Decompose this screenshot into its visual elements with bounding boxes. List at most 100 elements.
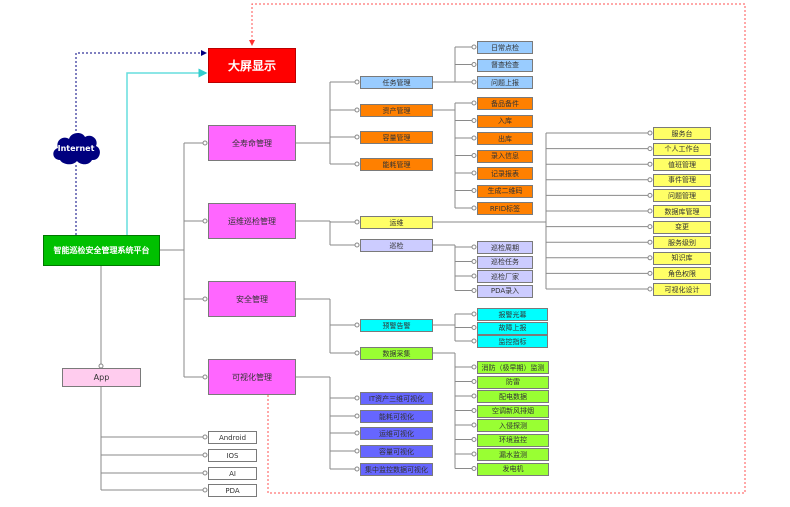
submodule-2-0[interactable]: 预警告警 <box>360 319 433 332</box>
leaf-2-1-4[interactable]: 入侵探测 <box>477 419 549 432</box>
connector-endpoint <box>647 255 653 261</box>
connector-endpoint <box>354 448 360 454</box>
leaf-1-0-7[interactable]: 服务级别 <box>653 236 711 250</box>
connector-endpoint <box>471 170 477 176</box>
connector-endpoint <box>647 177 653 183</box>
connector-endpoint <box>202 470 208 476</box>
connector-endpoint <box>202 218 208 224</box>
leaf-2-1-1[interactable]: 防雷 <box>477 375 549 389</box>
app-platform-ios[interactable]: IOS <box>208 449 257 462</box>
root-to-display-link <box>126 68 208 235</box>
submodule-3-3[interactable]: 容量可视化 <box>360 445 433 458</box>
platform-root-box[interactable]: 智能巡检安全管理系统平台 <box>43 235 160 266</box>
leaf-1-0-0[interactable]: 服务台 <box>653 127 711 140</box>
leaf-1-0-3[interactable]: 事件管理 <box>653 173 711 187</box>
leaf-1-0-4[interactable]: 问题管理 <box>653 189 711 203</box>
submodule-1-0[interactable]: 运维 <box>360 216 433 229</box>
submodule-2-1[interactable]: 数据采集 <box>360 347 433 360</box>
big-screen-display-box[interactable]: 大屏显示 <box>208 48 296 83</box>
connector-endpoint <box>471 205 477 211</box>
connector-endpoint <box>202 140 208 146</box>
submodule-0-3[interactable]: 能耗管理 <box>360 158 433 171</box>
leaf-1-0-9[interactable]: 角色权限 <box>653 267 711 281</box>
leaf-0-0-1[interactable]: 督查检查 <box>477 58 533 72</box>
connector-endpoint <box>647 130 653 136</box>
connector-endpoint <box>354 322 360 328</box>
leaf-1-1-1[interactable]: 巡检任务 <box>477 255 533 269</box>
app-platform-android[interactable]: Android <box>208 431 257 444</box>
submodule-1-1[interactable]: 巡检 <box>360 239 433 252</box>
connector-endpoint <box>202 452 208 458</box>
connector-endpoint <box>471 153 477 158</box>
leaf-0-1-6[interactable]: RFID标签 <box>477 202 533 215</box>
leaf-2-0-0[interactable]: 报警光幕 <box>477 308 548 321</box>
module-box-0[interactable]: 全寿命管理 <box>208 125 296 161</box>
leaf-2-0-1[interactable]: 故障上报 <box>477 321 548 335</box>
leaf-1-1-0[interactable]: 巡检周期 <box>477 241 533 254</box>
red-dashed-link <box>249 3 746 494</box>
internet-link <box>75 50 207 131</box>
connector-endpoint <box>647 161 653 167</box>
connector-endpoint <box>471 466 477 471</box>
connector-endpoint <box>647 239 653 245</box>
submodule-3-1[interactable]: 能耗可视化 <box>360 410 433 423</box>
app-platform-pda[interactable]: PDA <box>208 484 257 497</box>
module-box-1[interactable]: 运维巡检管理 <box>208 203 296 239</box>
leaf-0-1-4[interactable]: 记录报表 <box>477 167 533 180</box>
connector-endpoint <box>471 408 477 413</box>
submodule-3-4[interactable]: 集中监控数据可视化 <box>360 463 433 476</box>
leaf-2-1-3[interactable]: 空调新风排烟 <box>477 404 549 418</box>
leaf-1-0-5[interactable]: 数据库管理 <box>653 205 711 218</box>
connector-endpoint <box>471 379 477 384</box>
connector-endpoint <box>202 374 208 380</box>
module-box-2[interactable]: 安全管理 <box>208 281 296 317</box>
leaf-1-0-6[interactable]: 变更 <box>653 220 711 234</box>
connector-endpoint <box>354 79 360 85</box>
leaf-1-0-1[interactable]: 个人工作台 <box>653 142 711 156</box>
connector-endpoint <box>471 135 477 141</box>
connector-endpoint <box>202 434 208 440</box>
leaf-2-0-2[interactable]: 监控指标 <box>477 335 548 348</box>
app-platform-ai[interactable]: AI <box>208 467 257 480</box>
connector-endpoint <box>354 161 360 167</box>
leaf-2-1-0[interactable]: 消防（极早期）监测 <box>477 361 549 374</box>
connector-endpoint <box>471 451 477 457</box>
internet-cloud: Internet <box>50 130 102 166</box>
leaf-1-0-2[interactable]: 值班管理 <box>653 158 711 172</box>
app-box[interactable]: App <box>62 368 141 387</box>
connector-endpoint <box>471 325 477 330</box>
leaf-1-1-3[interactable]: PDA录入 <box>477 284 533 298</box>
connector-endpoint <box>354 242 360 248</box>
submodule-0-0[interactable]: 任务管理 <box>360 76 433 89</box>
leaf-2-1-2[interactable]: 配电数据 <box>477 390 549 403</box>
cloud-icon <box>53 133 100 165</box>
leaf-0-1-2[interactable]: 出库 <box>477 132 533 145</box>
submodule-0-2[interactable]: 容量管理 <box>360 131 433 144</box>
leaf-0-1-5[interactable]: 生成二维码 <box>477 184 533 198</box>
leaf-0-1-3[interactable]: 录入信息 <box>477 149 533 163</box>
submodule-0-1[interactable]: 资产管理 <box>360 104 433 117</box>
module-box-3[interactable]: 可视化管理 <box>208 359 296 395</box>
submodule-3-0[interactable]: IT资产三维可视化 <box>360 392 433 405</box>
leaf-1-0-10[interactable]: 可视化设计 <box>653 283 711 296</box>
leaf-0-1-0[interactable]: 备品备件 <box>477 97 533 110</box>
leaf-1-1-2[interactable]: 巡检厂家 <box>477 270 533 283</box>
submodule-3-2[interactable]: 运维可视化 <box>360 427 433 440</box>
connector-endpoint <box>202 296 208 302</box>
connector-endpoint <box>354 430 360 436</box>
leaf-2-1-5[interactable]: 环境监控 <box>477 433 549 447</box>
connector-endpoint <box>354 413 360 419</box>
connector-endpoint <box>647 270 653 276</box>
leaf-0-0-0[interactable]: 日常点检 <box>477 41 533 54</box>
leaf-2-1-6[interactable]: 漏水监测 <box>477 448 549 461</box>
leaf-0-0-2[interactable]: 问题上报 <box>477 76 533 89</box>
connector-endpoint <box>354 395 360 401</box>
connector-endpoint <box>471 188 477 193</box>
connector-endpoint <box>647 146 653 152</box>
connector-endpoint <box>471 422 477 428</box>
leaf-1-0-8[interactable]: 知识库 <box>653 251 711 265</box>
leaf-2-1-7[interactable]: 发电机 <box>477 462 549 476</box>
leaf-0-1-1[interactable]: 入库 <box>477 114 533 128</box>
